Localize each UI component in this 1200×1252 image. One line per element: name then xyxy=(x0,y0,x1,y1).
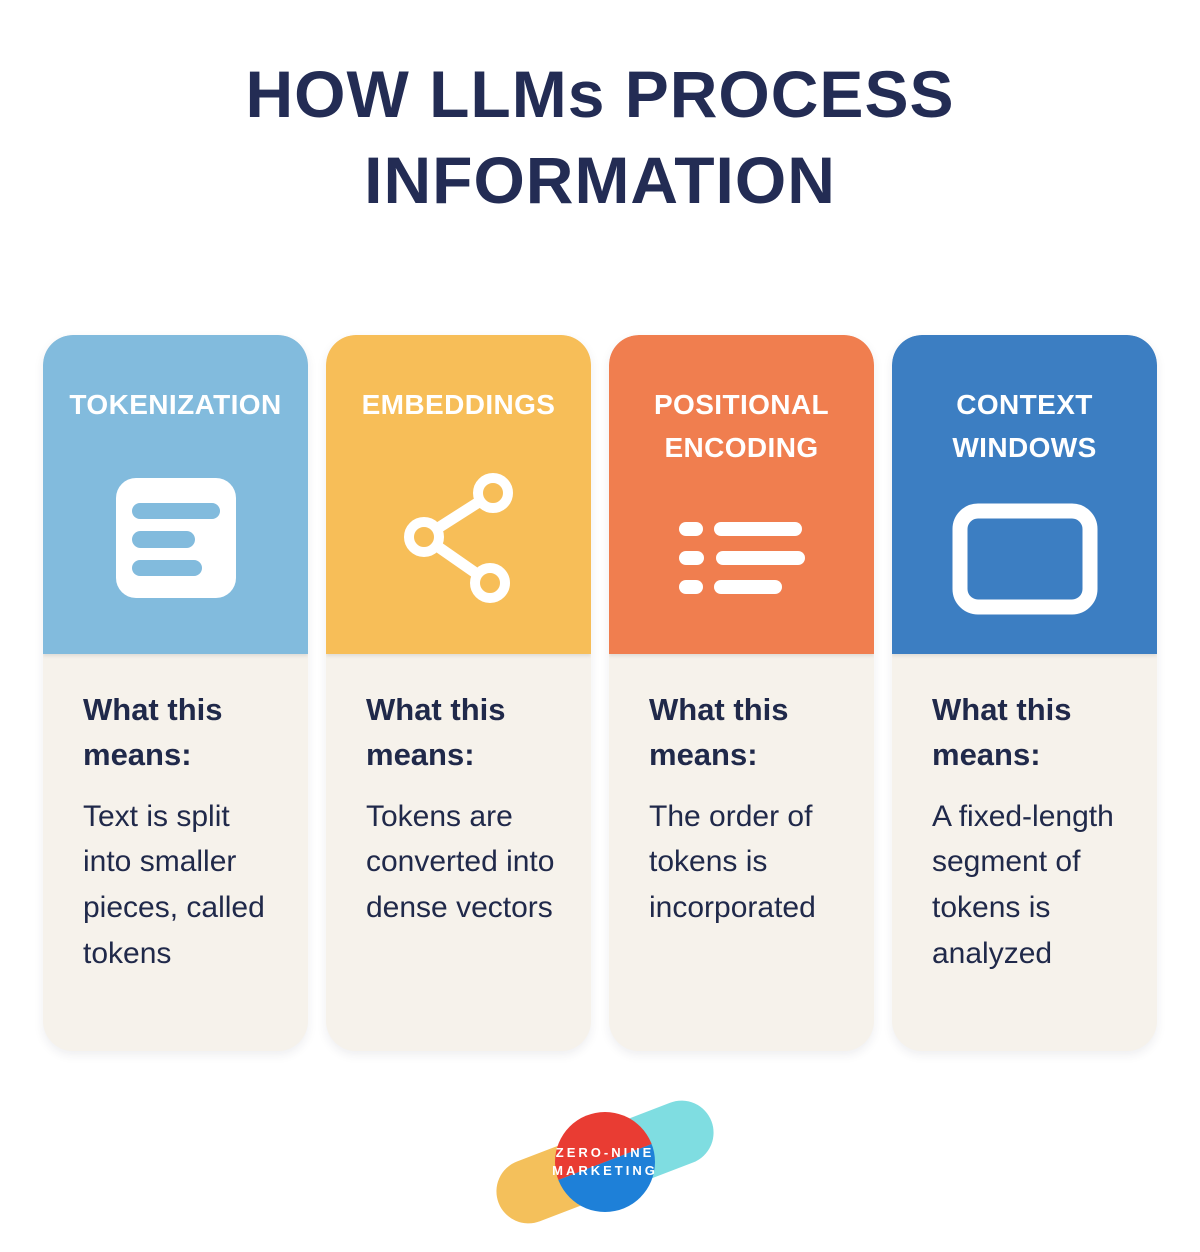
cards-row: TOKENIZATION What this means: Text is sp… xyxy=(43,335,1157,1051)
card-context-windows-body: What this means: A fixed-length segment … xyxy=(892,654,1157,1051)
meaning-text: A fixed-length segment of tokens is anal… xyxy=(932,799,1114,970)
card-tokenization-body: What this means: Text is split into smal… xyxy=(43,654,308,1051)
logo-text-line1: ZERO-NINE xyxy=(556,1145,655,1160)
card-embeddings-body: What this means: Tokens are converted in… xyxy=(326,654,591,1051)
bullet-list-icon xyxy=(678,522,805,601)
card-positional-encoding-body: What this means: The order of tokens is … xyxy=(609,654,874,1051)
logo-text-line2: MARKETING xyxy=(552,1163,658,1178)
brand-logo: ZERO-NINE MARKETING xyxy=(495,1100,715,1235)
card-embeddings: EMBEDDINGS xyxy=(326,335,591,1051)
card-tokenization-header: TOKENIZATION xyxy=(43,335,308,654)
meaning-label: What this means: xyxy=(366,692,506,772)
card-context-windows: CONTEXT WINDOWS What this means: A fixed… xyxy=(892,335,1157,1051)
share-nodes-icon xyxy=(403,472,515,609)
card-tokenization-title: TOKENIZATION xyxy=(69,389,282,420)
window-icon xyxy=(952,503,1098,620)
meaning-label: What this means: xyxy=(932,692,1072,772)
card-context-windows-header: CONTEXT WINDOWS xyxy=(892,335,1157,654)
meaning-text: The order of tokens is incorporated xyxy=(649,799,816,925)
document-lines-icon xyxy=(115,477,236,603)
card-tokenization: TOKENIZATION What this means: Text is sp… xyxy=(43,335,308,1051)
card-positional-encoding: POSITIONAL ENCODING xyxy=(609,335,874,1051)
page-title-line1: HOW LLMs PROCESS xyxy=(245,57,955,131)
page-title: HOW LLMs PROCESS INFORMATION xyxy=(0,52,1200,224)
meaning-text: Tokens are converted into dense vectors xyxy=(366,799,555,925)
meaning-label: What this means: xyxy=(83,692,223,772)
card-embeddings-title: EMBEDDINGS xyxy=(361,389,556,420)
meaning-text: Text is split into smaller pieces, calle… xyxy=(83,799,265,970)
card-embeddings-header: EMBEDDINGS xyxy=(326,335,591,654)
card-positional-encoding-title: POSITIONAL ENCODING xyxy=(653,389,830,464)
card-positional-encoding-header: POSITIONAL ENCODING xyxy=(609,335,874,654)
logo-circle-top xyxy=(555,1112,655,1195)
meaning-label: What this means: xyxy=(649,692,789,772)
page-title-line2: INFORMATION xyxy=(364,142,836,217)
card-context-windows-title: CONTEXT WINDOWS xyxy=(952,389,1097,464)
